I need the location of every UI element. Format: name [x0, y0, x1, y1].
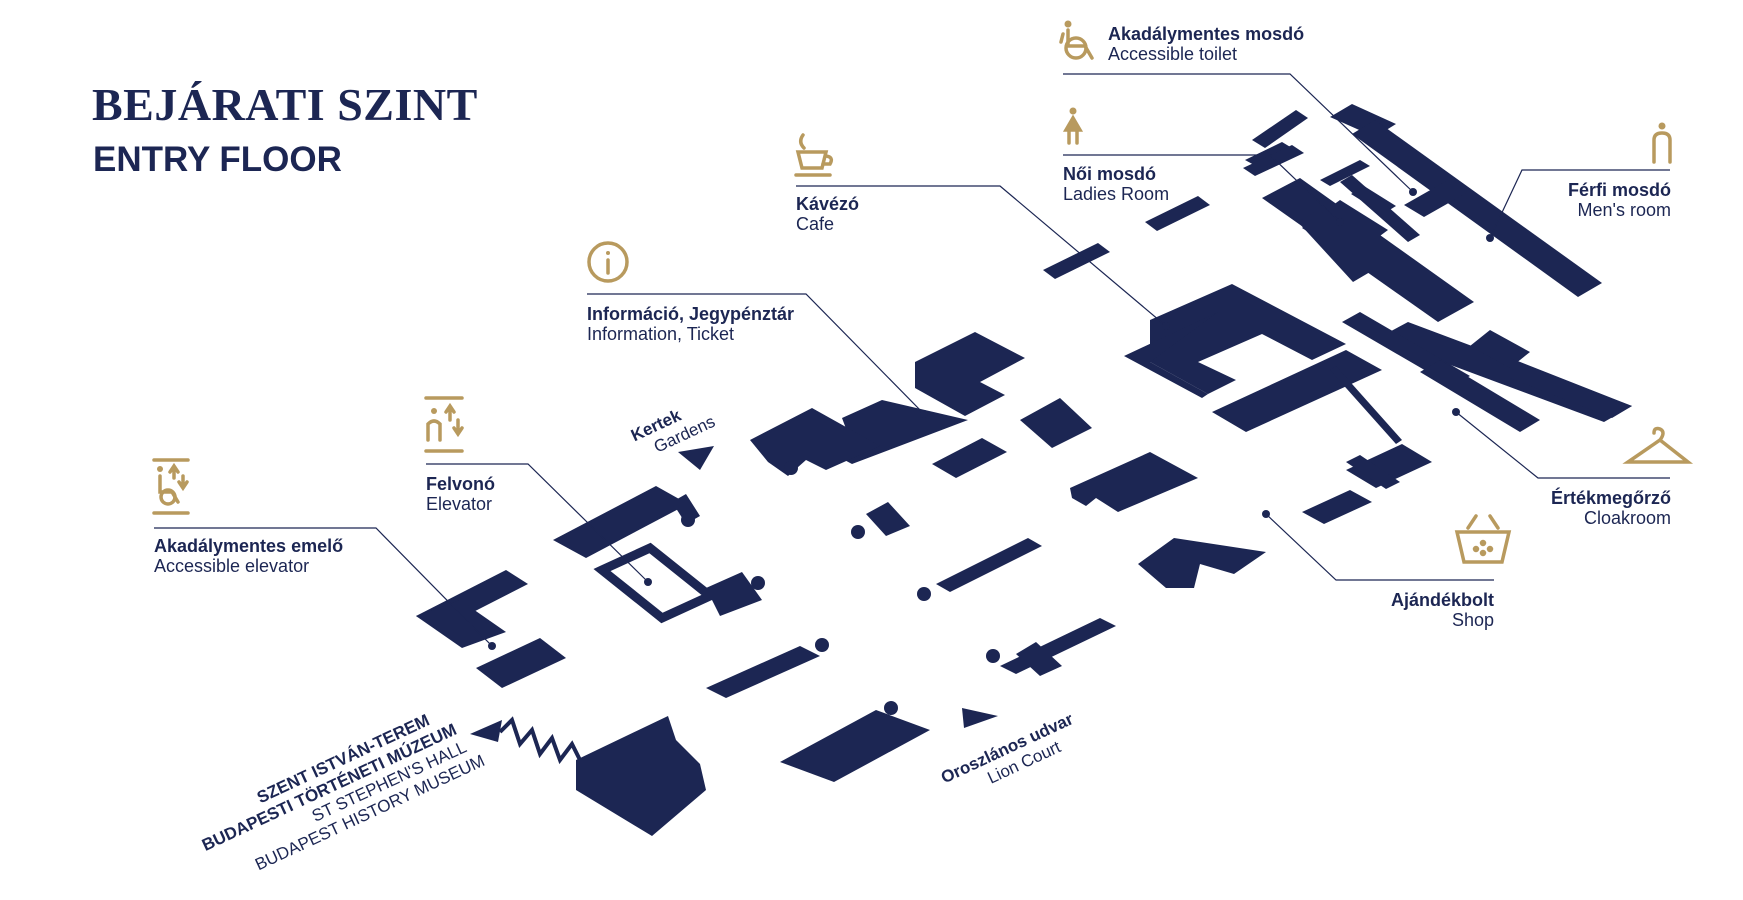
column-dot — [815, 638, 829, 652]
leader-lines — [154, 73, 1670, 647]
column-dot — [851, 525, 865, 539]
room-block — [915, 332, 1025, 416]
leader-dots — [488, 188, 1494, 650]
hanger-icon — [1622, 426, 1694, 464]
room-block — [932, 438, 1007, 478]
columns — [681, 461, 1000, 715]
info-icon — [587, 241, 629, 283]
leader-dot — [1162, 322, 1170, 330]
column-dot — [986, 649, 1000, 663]
elevator-icon — [424, 396, 464, 453]
leader-dot — [1452, 408, 1460, 416]
st-stephens-zigzag — [498, 716, 582, 765]
elevator-block — [593, 542, 719, 624]
label-accessible-toilet: Akadálymentes mosdó Accessible toilet — [1108, 24, 1305, 64]
leader-cafe — [796, 185, 1167, 327]
coffee-cup-icon — [794, 133, 834, 177]
building-blocks — [416, 104, 1632, 836]
leader-dot — [1262, 510, 1270, 518]
wall-block — [1352, 120, 1602, 297]
column-dot — [751, 576, 765, 590]
leader-dot — [488, 642, 496, 650]
label-information: Információ, Jegypénztár Information, Tic… — [587, 304, 795, 344]
wall-block — [1404, 180, 1468, 217]
leader-dot — [1336, 218, 1344, 226]
label-cafe: Kávézó Cafe — [796, 194, 860, 234]
room-block — [1016, 642, 1062, 676]
hall-block — [1150, 284, 1346, 394]
wall-block — [1340, 175, 1420, 242]
label-mens-room: Férfi mosdó Men's room — [1567, 180, 1671, 220]
label-cloakroom: Értékmegőrző Cloakroom — [1550, 488, 1671, 528]
wall-block — [1298, 212, 1370, 282]
room-block — [706, 646, 820, 698]
room-block — [1020, 398, 1092, 448]
room-block — [553, 486, 688, 558]
leader-dot — [920, 410, 928, 418]
leader-accessible-elevator — [154, 527, 493, 647]
toilet-block — [1302, 200, 1388, 258]
lion-court-arrow — [962, 708, 998, 728]
leader-dot — [1486, 234, 1494, 242]
page-title: BEJÁRATI SZINT — [92, 79, 478, 130]
leader-elevator — [426, 463, 649, 583]
label-accessible-elevator: Akadálymentes emelő Accessible elevator — [154, 536, 344, 576]
leader-dot — [644, 578, 652, 586]
wall-block — [1145, 196, 1210, 231]
leader-mens-room — [1489, 169, 1670, 239]
wall-block — [1245, 142, 1292, 166]
gardens-arrow — [678, 446, 714, 470]
wheelchair-icon — [1059, 20, 1094, 60]
room-block — [1138, 538, 1266, 588]
leader-shop — [1265, 513, 1494, 581]
column-dot — [917, 587, 931, 601]
wall-block — [1420, 360, 1540, 432]
label-elevator: Felvonó Elevator — [426, 474, 496, 514]
woman-icon — [1062, 107, 1084, 145]
direction-arrows — [470, 446, 998, 765]
label-ladies-room: Női mosdó Ladies Room — [1063, 164, 1170, 204]
man-icon — [1652, 122, 1672, 164]
page-subtitle: ENTRY FLOOR — [93, 140, 342, 179]
leader-ladies-room — [1063, 154, 1341, 223]
room-block — [416, 600, 506, 648]
wall-block — [1510, 358, 1632, 418]
leader-cloakroom — [1455, 411, 1670, 479]
st-stephens-arrow — [470, 720, 502, 742]
room-block — [706, 572, 762, 616]
room-block — [866, 502, 910, 536]
room-block — [750, 408, 880, 476]
wall-block — [1252, 110, 1308, 148]
room-block — [780, 710, 930, 782]
label-shop: Ajándékbolt Shop — [1390, 590, 1494, 630]
corridor-line — [1330, 366, 1402, 444]
basket-icon — [1454, 514, 1512, 564]
room-block — [1070, 452, 1198, 512]
wall-block — [1470, 330, 1530, 368]
wall-block — [1043, 243, 1110, 279]
hall-block — [1346, 444, 1432, 488]
hall-block — [1346, 455, 1400, 489]
room-block — [936, 538, 1042, 592]
wall-block — [1243, 145, 1304, 176]
hall-block — [1124, 312, 1218, 398]
room-block — [576, 716, 706, 836]
accessible-elevator-icon — [152, 458, 190, 515]
room-block — [1302, 490, 1372, 524]
column-dot — [884, 701, 898, 715]
column-dot — [784, 461, 798, 475]
room-block — [476, 638, 566, 688]
column-dot — [681, 513, 695, 527]
wall-block — [1320, 160, 1370, 186]
leader-dot — [1409, 188, 1417, 196]
leader-information — [587, 293, 925, 415]
leader-accessible-toilet — [1063, 73, 1414, 193]
